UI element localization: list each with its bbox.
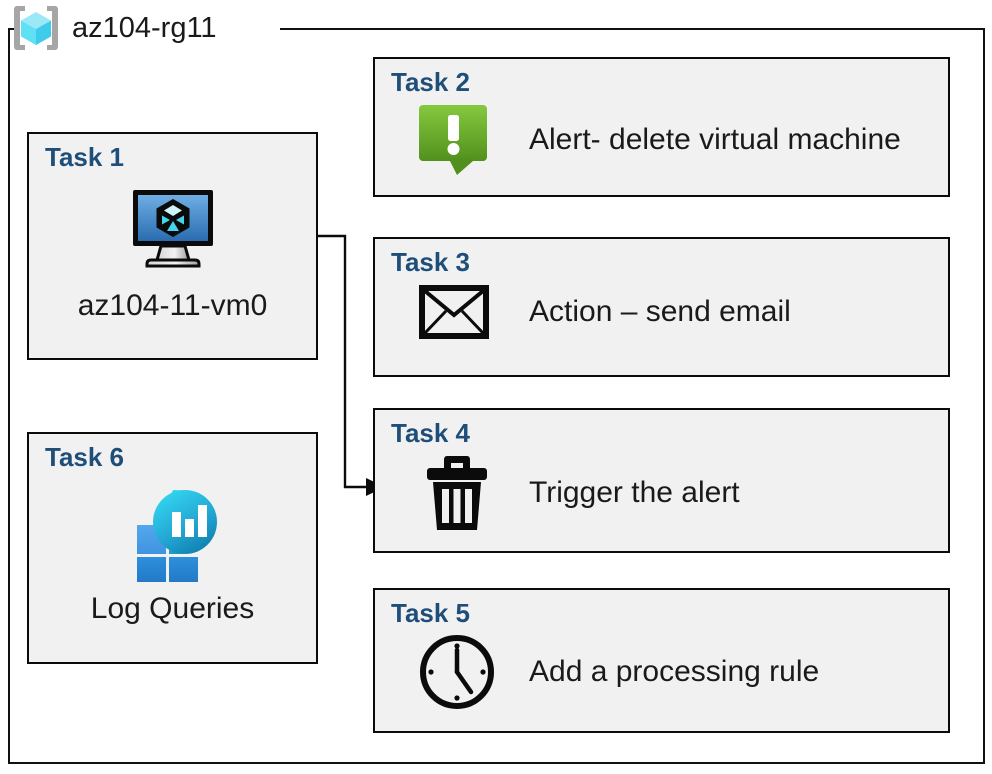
task-box-task2[interactable]: Task 2 Alert- delete virtual machin [373,57,950,197]
task6-icon-wrap [29,486,316,582]
task3-caption: Action – send email [529,295,791,328]
task5-body: Add a processing rule [417,632,819,712]
task3-body: Action – send email [419,285,791,339]
task5-title: Task 5 [391,598,471,628]
virtual-machine-icon [127,186,219,270]
task1-title: Task 1 [45,142,125,172]
log-analytics-icon [121,486,225,582]
task2-caption: Alert- delete virtual machine [529,123,901,156]
task-box-task1[interactable]: Task 1 [27,132,318,360]
clock-icon [417,632,497,712]
task5-caption: Add a processing rule [529,655,820,688]
task6-title: Task 6 [45,442,125,472]
trash-icon [423,452,491,534]
task6-caption: Log Queries [90,592,255,625]
task-box-task5[interactable]: Task 5 Add a processing rule [373,588,950,733]
task2-title: Task 2 [391,67,471,97]
resource-group-frame [8,28,985,764]
task-box-task6[interactable]: Task 6 [27,432,318,664]
task-box-task4[interactable]: Task 4 Trigger the alert [373,408,950,553]
resource-group-label-gap [18,14,280,44]
task4-caption: Trigger the alert [529,476,740,509]
task1-icon-wrap [29,186,316,270]
resource-group-label: az104-rg11 [10,2,217,54]
alert-bubble-icon [417,103,489,177]
resource-group-name: az104-rg11 [72,11,217,44]
task3-title: Task 3 [391,247,471,277]
envelope-icon [419,285,489,339]
resource-group-cube-icon [10,3,62,53]
task-box-task3[interactable]: Task 3 Action – send email [373,237,950,377]
task4-title: Task 4 [391,418,471,448]
task4-body: Trigger the alert [423,452,740,534]
task2-body: Alert- delete virtual machine [417,103,901,177]
task1-caption: az104-11-vm0 [77,289,268,322]
